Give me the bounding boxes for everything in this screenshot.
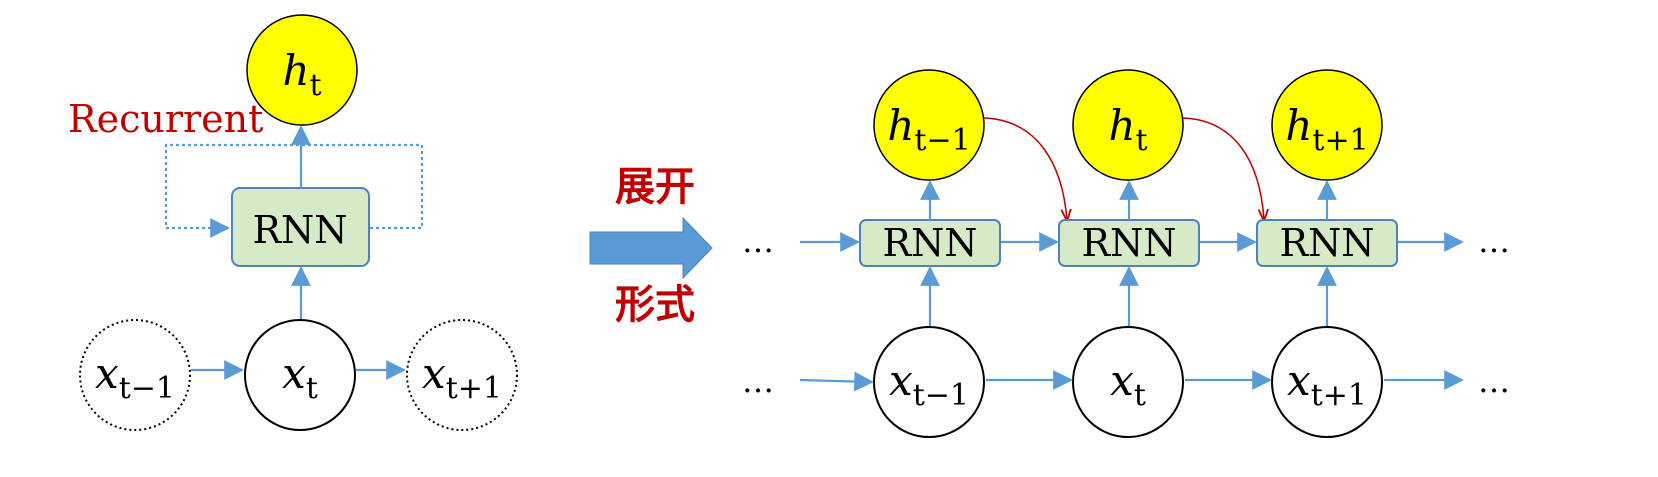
x-next-right-sub: t+1 — [1311, 378, 1367, 413]
unfold-indicator: 展开 形式 — [589, 164, 713, 328]
h-cur-base: h — [1108, 101, 1135, 150]
svg-text:ht: ht — [1108, 101, 1147, 158]
ellipsis-rnn-left: … — [742, 222, 774, 260]
unfold-label-top: 展开 — [615, 164, 695, 210]
x-next-sub: t+1 — [446, 371, 502, 406]
x-prev-node — [79, 319, 191, 431]
folded-rnn: Recurrent ht RNN xt−1 xt xt+1 — [68, 14, 518, 431]
svg-text:ht+1: ht+1 — [1285, 101, 1368, 158]
x-cur-node-right — [1072, 326, 1184, 438]
unfold-arrow — [589, 216, 713, 280]
h-cur-sub: t — [1136, 123, 1148, 158]
rnn-label: RNN — [252, 208, 347, 252]
x-cur-right-base: x — [1110, 356, 1134, 405]
x-prev-base: x — [95, 349, 119, 398]
unfold-label-bottom: 形式 — [615, 282, 695, 328]
rnn-box-2-label: RNN — [1081, 221, 1176, 265]
h-base: h — [282, 46, 309, 95]
svg-text:xt: xt — [282, 349, 318, 406]
x-cur-right-sub: t — [1134, 378, 1146, 413]
rnn-box-1-label: RNN — [882, 221, 977, 265]
h-prev-base: h — [887, 101, 914, 150]
recurrent-link-1 — [983, 117, 1067, 220]
svg-text:xt+1: xt+1 — [422, 349, 502, 406]
h-next-sub: t+1 — [1312, 123, 1368, 158]
svg-text:ht: ht — [282, 46, 321, 103]
h-cur-node — [1072, 69, 1184, 181]
h-prev-node — [873, 69, 985, 181]
h-node — [246, 14, 358, 126]
svg-text:xt−1: xt−1 — [889, 356, 969, 413]
x-cur-sub: t — [306, 371, 318, 406]
h-sub: t — [310, 68, 322, 103]
ellipsis-x-left: … — [742, 362, 774, 400]
svg-text:xt+1: xt+1 — [1287, 356, 1367, 413]
x-cur-node — [244, 319, 356, 431]
h-next-node — [1271, 69, 1383, 181]
x-prev-node-right — [873, 326, 985, 438]
h-next-base: h — [1285, 101, 1312, 150]
x-next-right-base: x — [1287, 356, 1311, 405]
recurrent-link-2 — [1182, 117, 1264, 220]
svg-text:xt−1: xt−1 — [95, 349, 175, 406]
rnn-box-3-label: RNN — [1279, 221, 1374, 265]
x-next-base: x — [422, 349, 446, 398]
unrolled-rnn: … … … … ht−1 ht ht+1 RNN RNN RNN — [742, 69, 1510, 438]
x-next-node — [406, 319, 518, 431]
x-prev-right-base: x — [889, 356, 913, 405]
arrow-in-x1 — [799, 371, 874, 392]
ellipsis-rnn-right: … — [1478, 222, 1510, 260]
x-cur-base: x — [282, 349, 306, 398]
svg-text:ht−1: ht−1 — [887, 101, 970, 158]
x-next-node-right — [1271, 326, 1383, 438]
recurrent-loop — [164, 143, 424, 238]
ellipsis-x-right: … — [1478, 362, 1510, 400]
x-prev-sub: t−1 — [119, 371, 175, 406]
recurrent-label: Recurrent — [68, 97, 263, 141]
svg-text:xt: xt — [1110, 356, 1146, 413]
x-prev-right-sub: t−1 — [913, 378, 969, 413]
h-prev-sub: t−1 — [914, 123, 970, 158]
